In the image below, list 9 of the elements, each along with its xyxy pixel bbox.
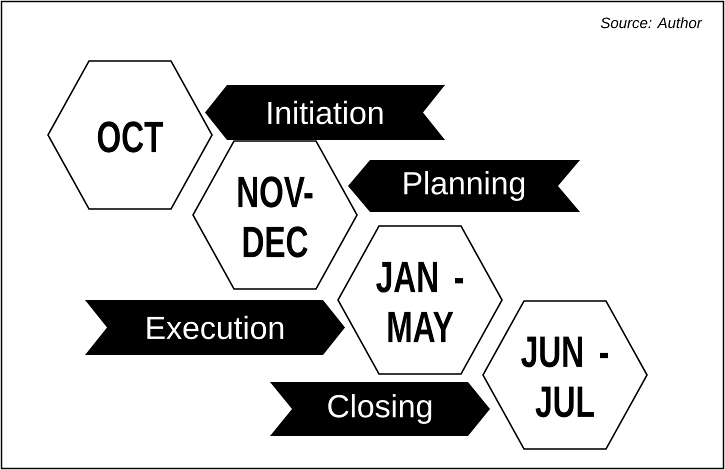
- hexagon: OCT: [47, 60, 213, 210]
- hexagon: JUN - JUL: [482, 300, 648, 450]
- ribbon-banner: Initiation: [205, 85, 445, 140]
- hexagon: NOV- DEC: [192, 140, 358, 290]
- ribbon-banner: Closing: [270, 382, 490, 436]
- source-note: Source: Author: [600, 17, 702, 28]
- ribbon-banner: Execution: [85, 300, 345, 355]
- ribbon-banner: Planning: [348, 160, 580, 212]
- hexagon: JAN - MAY: [337, 225, 503, 375]
